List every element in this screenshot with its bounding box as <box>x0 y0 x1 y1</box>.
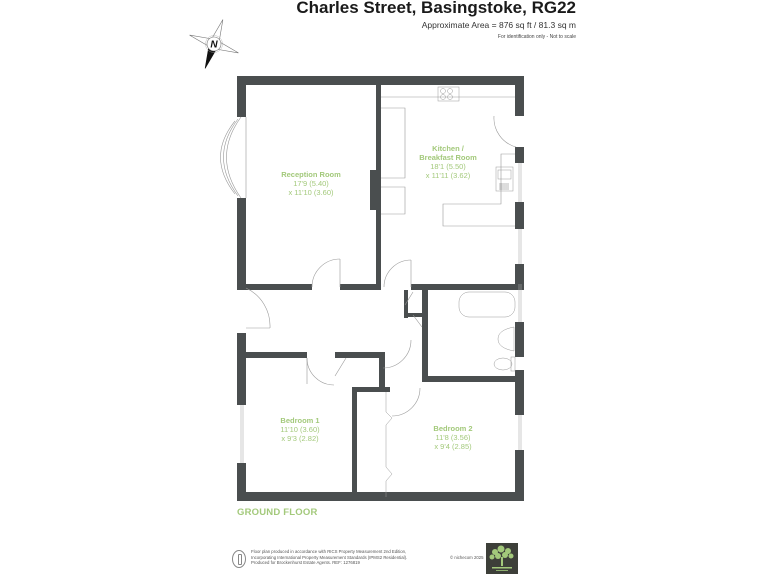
svg-text:x 9'3 (2.82): x 9'3 (2.82) <box>281 434 319 443</box>
svg-text:Kitchen /: Kitchen / <box>432 144 465 153</box>
svg-text:18'1 (5.50): 18'1 (5.50) <box>430 162 466 171</box>
compass-north-label: N <box>210 40 218 51</box>
svg-text:x 9'4 (2.85): x 9'4 (2.85) <box>434 442 472 451</box>
info-icon <box>232 550 246 568</box>
sink-icon <box>495 166 514 192</box>
footer-line-3: Produced for Brockenhurst Estate Agents.… <box>251 560 360 566</box>
hob-icon <box>437 86 460 102</box>
scale-note: For identification only - Not to scale <box>497 34 576 40</box>
room-label-bedroom-2: Bedroom 2 11'8 (3.56) x 9'4 (2.85) <box>433 424 472 451</box>
bath-icon <box>458 291 516 318</box>
svg-text:Breakfast Room: Breakfast Room <box>419 153 477 162</box>
svg-text:Bedroom 1: Bedroom 1 <box>280 416 319 425</box>
svg-text:x 11'11 (3.62): x 11'11 (3.62) <box>426 171 471 180</box>
windows <box>240 163 522 463</box>
svg-text:17'9 (5.40): 17'9 (5.40) <box>293 179 329 188</box>
bay-window <box>220 116 247 199</box>
footer-line-2: Incorporating International Property Mea… <box>251 554 408 560</box>
room-label-reception: Reception Room 17'9 (5.40) x 11'10 (3.60… <box>281 170 341 197</box>
svg-text:11'10 (3.60): 11'10 (3.60) <box>280 425 320 434</box>
kitchen-counters <box>381 96 515 227</box>
wardrobe-doors <box>385 392 393 497</box>
door-swings <box>245 115 517 417</box>
copyright: © nichecom 2025 <box>450 555 484 560</box>
svg-text:11'8 (3.56): 11'8 (3.56) <box>435 433 471 442</box>
property-title: Charles Street, Basingstoke, RG22 <box>296 0 576 17</box>
tree-logo-icon <box>489 545 514 571</box>
footer-line-1: Floor plan produced in accordance with R… <box>251 549 407 554</box>
agent-logo <box>486 543 518 574</box>
compass-icon: N <box>189 19 239 69</box>
approximate-area: Approximate Area = 876 sq ft / 81.3 sq m <box>421 20 576 30</box>
room-label-bedroom-1: Bedroom 1 11'10 (3.60) x 9'3 (2.82) <box>280 416 320 443</box>
footer-disclaimer: Floor plan produced in accordance with R… <box>251 549 407 566</box>
walls <box>237 76 524 501</box>
room-label-kitchen: Kitchen / Breakfast Room 18'1 (5.50) x 1… <box>419 144 477 180</box>
svg-text:x 11'10 (3.60): x 11'10 (3.60) <box>288 188 334 197</box>
floor-label: GROUND FLOOR <box>237 507 318 518</box>
svg-text:Bedroom 2: Bedroom 2 <box>433 424 472 433</box>
svg-text:Reception Room: Reception Room <box>281 170 341 179</box>
toilet-icon <box>493 356 516 372</box>
basin-icon <box>497 326 515 352</box>
